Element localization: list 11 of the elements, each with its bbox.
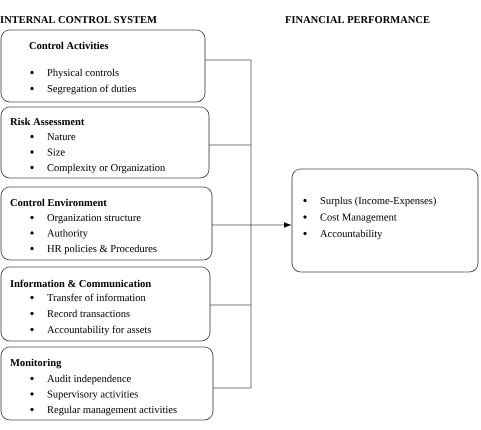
rounded-box: Control Activities Physical controls Segregation of duties (0, 30, 206, 102)
rounded-box: Monitoring Audit independence Supervisory activities Regular management activities (0, 346, 214, 420)
connector-line (208, 144, 252, 146)
rounded-box: Surplus (Income-Expenses) Cost Management Accountability (292, 168, 478, 272)
rounded-box: Control Environment Organization structure Authority HR policies & Procedures (0, 186, 212, 260)
connector-arrow (250, 60, 292, 388)
connector-line (212, 224, 252, 226)
column-heading: FINANCIAL PERFORMANCE (285, 16, 430, 24)
connector-line (210, 304, 252, 306)
rounded-box: Information & Communication Transfer of information Record transactions Accountability for assets (0, 266, 210, 342)
rounded-box: Risk Assessment Nature Size Complexity or Organization (0, 106, 210, 178)
